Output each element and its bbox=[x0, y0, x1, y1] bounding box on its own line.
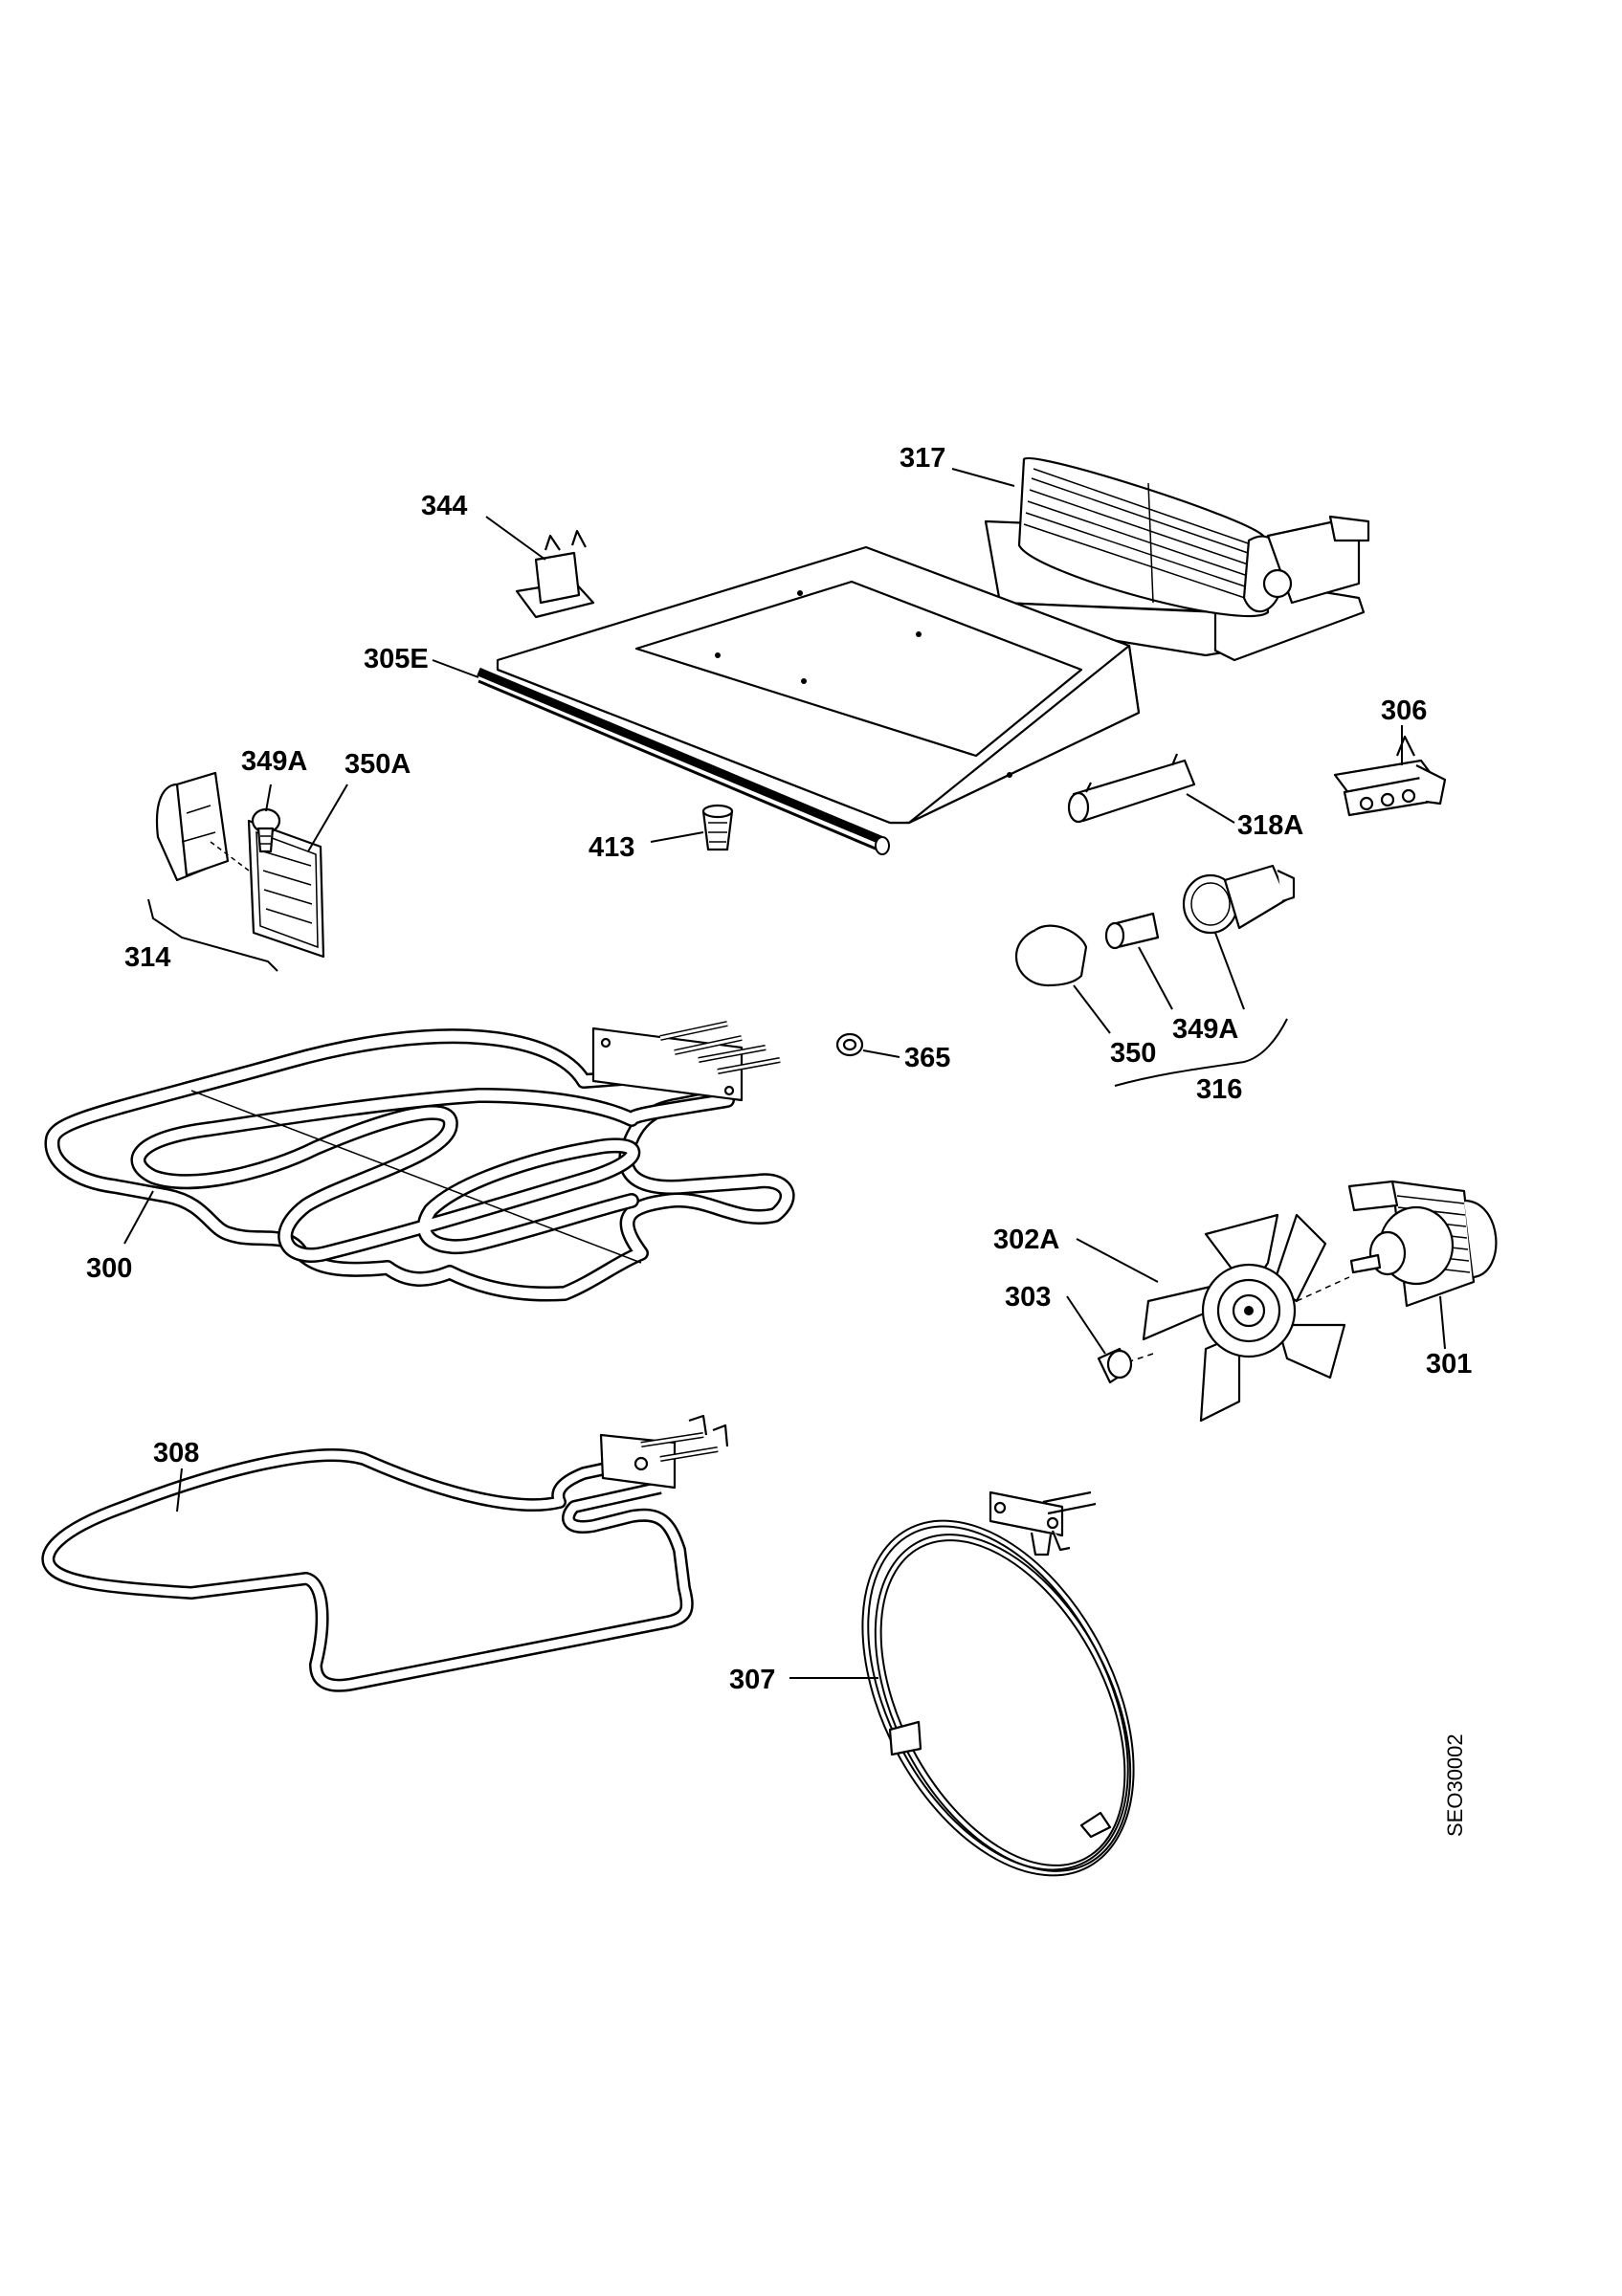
leader-303 bbox=[1066, 1295, 1106, 1355]
part-302A-fan-blade bbox=[1109, 1213, 1350, 1423]
part-344-bracket bbox=[515, 529, 595, 619]
label-344: 344 bbox=[421, 491, 467, 521]
leader-365 bbox=[862, 1049, 900, 1058]
leader-308 bbox=[176, 1468, 183, 1512]
part-316-lamp-right bbox=[1014, 864, 1296, 987]
part-306-terminal-block bbox=[1333, 735, 1447, 817]
part-307-circular-element bbox=[861, 1490, 1135, 1877]
part-303-nut bbox=[1097, 1347, 1133, 1384]
label-308: 308 bbox=[153, 1438, 199, 1468]
label-302A: 302A bbox=[993, 1225, 1059, 1255]
leader-349A-left bbox=[265, 784, 272, 812]
bracket-316 bbox=[1114, 1018, 1288, 1087]
label-349A-right: 349A bbox=[1172, 1014, 1238, 1045]
label-349A-left: 349A bbox=[241, 746, 307, 777]
label-350: 350 bbox=[1110, 1038, 1156, 1069]
leader-300 bbox=[123, 1190, 154, 1245]
leader-318A bbox=[1186, 793, 1235, 824]
leader-344 bbox=[485, 516, 546, 561]
part-308-bottom-element bbox=[41, 1414, 729, 1692]
leader-301 bbox=[1439, 1295, 1446, 1350]
leader-413 bbox=[650, 831, 704, 843]
label-314: 314 bbox=[124, 942, 170, 973]
label-306: 306 bbox=[1381, 695, 1427, 726]
label-350A: 350A bbox=[344, 749, 411, 780]
label-301: 301 bbox=[1426, 1349, 1472, 1380]
part-314-lamp-assembly bbox=[155, 771, 325, 959]
label-317: 317 bbox=[900, 443, 945, 474]
part-317-tangential-fan bbox=[984, 456, 1370, 662]
label-413: 413 bbox=[589, 832, 634, 863]
part-301-fan-motor bbox=[1347, 1180, 1498, 1308]
part-365-nut bbox=[835, 1032, 864, 1057]
part-318A-tube bbox=[1067, 753, 1196, 824]
leader-349A-right-2 bbox=[1214, 932, 1245, 1010]
bracket-314 bbox=[147, 898, 278, 972]
leader-350 bbox=[1073, 984, 1111, 1034]
part-300-grill-element bbox=[44, 1021, 795, 1302]
label-318A: 318A bbox=[1237, 810, 1303, 841]
label-300: 300 bbox=[86, 1253, 132, 1284]
leader-350A bbox=[307, 784, 348, 852]
label-303: 303 bbox=[1005, 1282, 1051, 1313]
label-307: 307 bbox=[729, 1665, 775, 1695]
leader-305E bbox=[432, 659, 479, 678]
label-316: 316 bbox=[1196, 1074, 1242, 1105]
part-305E-gasket bbox=[477, 667, 890, 855]
part-413-grommet bbox=[701, 804, 734, 851]
label-305E: 305E bbox=[364, 644, 429, 674]
part-top-panel bbox=[496, 545, 1141, 825]
leader-302A bbox=[1076, 1238, 1159, 1283]
drawing-code: SEO30002 bbox=[1443, 1733, 1467, 1837]
leader-317 bbox=[951, 468, 1015, 487]
label-365: 365 bbox=[904, 1043, 950, 1073]
leader-349A-right bbox=[1138, 946, 1173, 1010]
